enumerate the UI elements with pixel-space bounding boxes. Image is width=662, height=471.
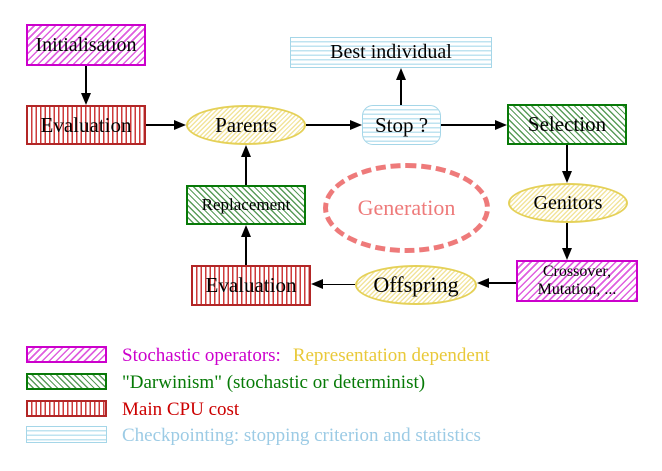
- node-stop: Stop ?: [362, 105, 441, 145]
- arrow-parents-stop-head: [350, 120, 362, 130]
- node-initialisation: Initialisation: [26, 24, 146, 66]
- arrow-eval-replacement-line: [245, 236, 247, 265]
- legend-label-cpu: Main CPU cost: [122, 399, 240, 420]
- legend-label-stochastic: Stochastic operators: Representation depe…: [122, 345, 490, 367]
- legend-label-checkpointing: Checkpointing: stopping criterion and st…: [122, 425, 481, 446]
- node-selection: Selection: [507, 104, 627, 145]
- arrow-init-eval-line: [85, 66, 87, 94]
- node-genitors: Genitors: [508, 183, 628, 223]
- legend-label-darwinism: "Darwinism" (stochastic or determinist): [122, 372, 426, 393]
- arrow-replacement-parents-head: [241, 145, 251, 157]
- arrow-genitors-crossover-line: [566, 223, 568, 249]
- legend-label-stochastic-main: Stochastic operators:: [122, 345, 281, 366]
- arrow-crossover-offspring-line: [488, 282, 516, 284]
- arrow-offspring-eval-head: [311, 279, 323, 289]
- arrow-stop-selection-line: [441, 124, 496, 126]
- crossover-line1: Crossover,: [542, 263, 612, 280]
- legend-swatch-stochastic: [26, 346, 107, 363]
- arrow-selection-genitors-head: [562, 171, 572, 183]
- arrow-eval-parents-head: [174, 120, 186, 130]
- arrow-init-eval-head: [81, 93, 91, 105]
- legend-swatch-cpu: [26, 400, 107, 417]
- node-parents: Parents: [186, 105, 306, 145]
- legend-swatch-checkpointing: [26, 426, 107, 443]
- arrow-stop-best-head: [396, 68, 406, 80]
- legend-swatch-darwinism: [26, 373, 107, 390]
- arrow-replacement-parents-line: [245, 156, 247, 185]
- arrow-selection-genitors-line: [566, 145, 568, 172]
- node-replacement: Replacement: [186, 185, 306, 225]
- arrow-stop-best-line: [400, 79, 402, 105]
- node-evaluation-bottom: Evaluation: [191, 265, 311, 306]
- arrow-genitors-crossover-head: [562, 248, 572, 260]
- node-offspring: Offspring: [355, 265, 477, 305]
- node-evaluation-top: Evaluation: [26, 105, 146, 145]
- node-crossover-mutation: Crossover, Mutation, ...: [516, 260, 638, 302]
- arrow-crossover-offspring-head: [477, 278, 489, 288]
- legend-label-representation: Representation dependent: [292, 345, 490, 366]
- node-best-individual: Best individual: [290, 37, 492, 68]
- arrow-offspring-eval-line: [322, 283, 355, 286]
- arrow-eval-parents-line: [146, 124, 175, 126]
- crossover-line2: Mutation, ...: [537, 281, 617, 298]
- node-generation-loop: Generation: [323, 163, 490, 253]
- arrow-parents-stop-line: [306, 124, 351, 126]
- arrow-stop-selection-head: [495, 120, 507, 130]
- arrow-eval-replacement-head: [241, 225, 251, 237]
